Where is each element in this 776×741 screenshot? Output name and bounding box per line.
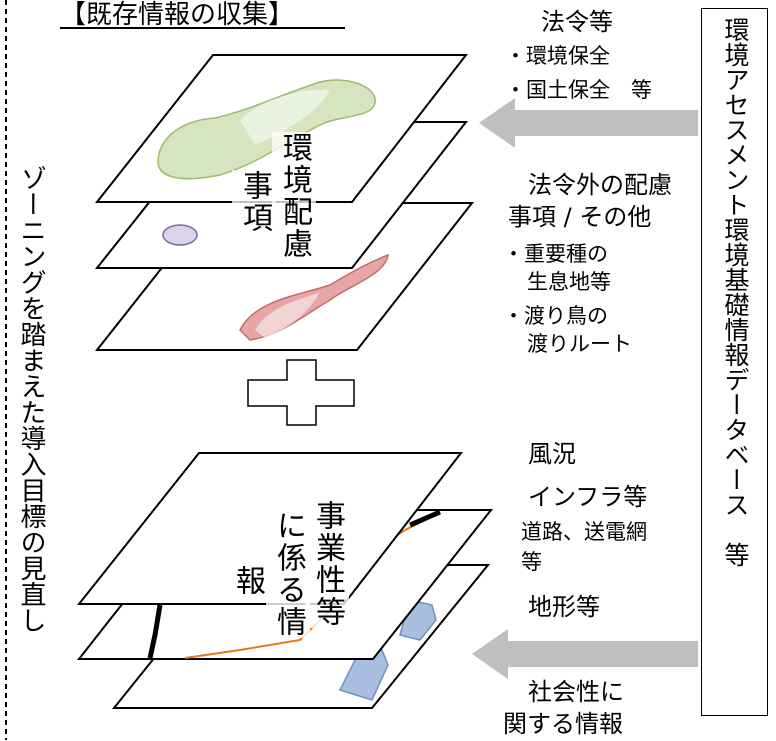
plus-sign [247, 359, 355, 426]
laws-item-2: ・国土保全 等 [505, 78, 652, 102]
bottom-stack-label-col2: に係る情 [266, 510, 310, 638]
other-subheading: 事項 / その他 [508, 203, 652, 231]
road-line-right [409, 509, 441, 528]
other-heading: 法令外の配慮 [528, 171, 672, 199]
arrow-upper [479, 98, 698, 148]
red-shape-highlight [255, 292, 320, 338]
left-vertical-text: ゾーニングを踏まえた導入目標の見直し [16, 165, 46, 633]
other-item-1-line-2: 生息地等 [527, 270, 611, 294]
database-box: 環境アセスメント環境基礎情報データベース 等 [701, 8, 768, 716]
terrain-text: 地形等 [528, 593, 600, 621]
other-item-1-line-1: ・重要種の [503, 242, 608, 266]
top-stack-label-col2: 事項 [232, 170, 276, 234]
bottom-stack-label-col1: 事業性等 [305, 500, 349, 628]
infra-sub-1: 道路、送電網 [521, 520, 647, 544]
social-line-1: 社会性に [528, 678, 624, 706]
arrow-lower [472, 629, 698, 679]
green-shape-highlight [240, 89, 330, 145]
laws-item-1: ・環境保全 [505, 44, 610, 68]
top-stack-label-col1: 環境配慮 [272, 132, 316, 260]
wind-text: 風況 [528, 440, 576, 468]
database-box-text: 環境アセスメント環境基礎情報データベース 等 [721, 17, 750, 567]
infra-heading: インフラ等 [528, 483, 648, 511]
social-line-2: 関する情報 [503, 710, 623, 738]
other-item-2-line-1: ・渡り鳥の [503, 304, 608, 328]
other-item-2-line-2: 渡りルート [527, 332, 632, 356]
purple-shape [162, 224, 198, 246]
laws-heading: 法令等 [541, 8, 613, 36]
bottom-stack-label-col3: 報 [225, 565, 269, 597]
road-line-left [147, 604, 163, 659]
infra-sub-2: 等 [521, 550, 542, 574]
page-title: 【既存情報の収集】 [60, 0, 295, 30]
